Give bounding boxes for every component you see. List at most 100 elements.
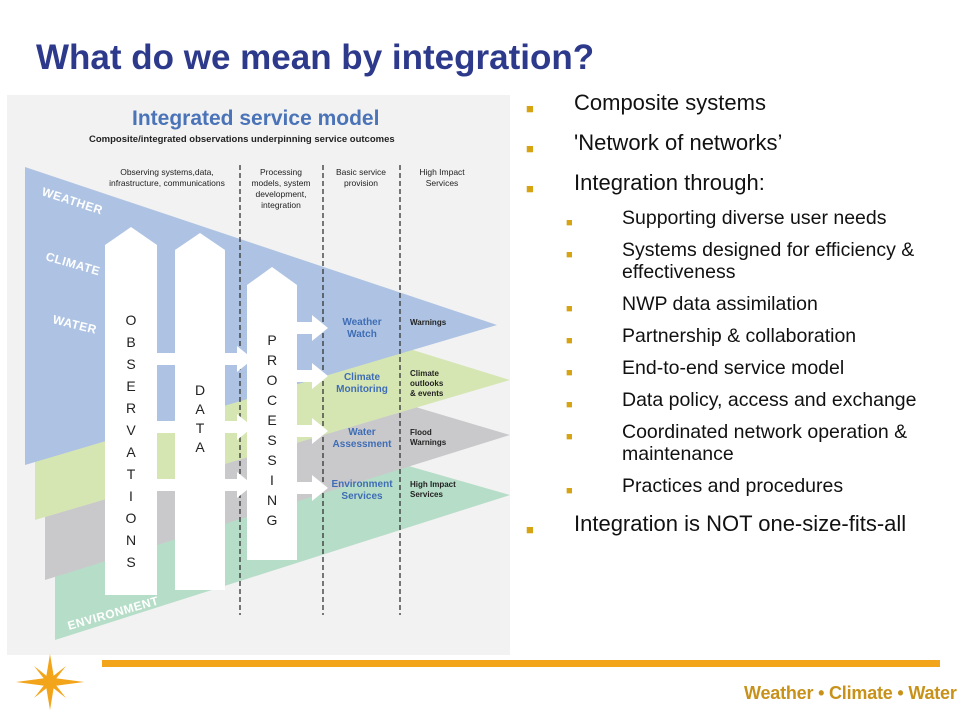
bullet-marker-icon: ■ [566, 399, 573, 411]
connector-arrows [157, 315, 328, 501]
service-outcome: Climate [410, 369, 439, 378]
bullet-marker-icon: ■ [526, 181, 534, 196]
sub-bullet-item: ■ Systems designed for efficiency & effec… [518, 239, 950, 283]
bullet-marker-icon: ■ [566, 335, 573, 347]
processing-letter: R [267, 352, 277, 368]
column-header: Processing [260, 167, 302, 177]
service-outcome: Warnings [410, 318, 447, 327]
bullet-marker-icon: ■ [526, 141, 534, 156]
service-label: Climate [344, 372, 381, 383]
footer-rule [102, 660, 940, 667]
bullet-text: NWP data assimilation [622, 293, 818, 315]
processing-letter: G [267, 512, 278, 528]
bullet-text: Integration through: [574, 170, 765, 195]
observations-letter: B [126, 334, 135, 350]
processing-arrow [247, 267, 297, 560]
column-header: provision [344, 178, 378, 188]
service-label: Services [341, 491, 383, 502]
bullet-text: Practices and procedures [622, 475, 844, 497]
service-outcome: Flood [410, 428, 432, 437]
bullet-text: Coordinated network operation & maintena… [622, 421, 908, 465]
sub-bullet-item: ■ Coordinated network operation & mainten… [518, 421, 950, 465]
service-labels: WeatherWatchWarningsClimateMonitoringCli… [331, 317, 456, 502]
column-headers: Observing systems,data,infrastructure, c… [109, 167, 465, 210]
column-header: Basic service [336, 167, 386, 177]
observations-letter: T [127, 466, 136, 482]
observations-letter: S [126, 356, 135, 372]
slide-title: What do we mean by integration? [36, 38, 595, 77]
column-header: Observing systems,data, [120, 167, 214, 177]
processing-letter: E [267, 412, 276, 428]
column-header: High Impact [419, 167, 465, 177]
observations-letter: E [126, 378, 135, 394]
sub-bullet-item: ■ End-to-end service model [518, 357, 950, 379]
processing-letter: O [267, 372, 278, 388]
observations-letter: O [126, 510, 137, 526]
bullet-text: Composite systems [574, 90, 766, 115]
bullet-text: 'Network of networks’ [574, 130, 783, 155]
bullet-text: Supporting diverse user needs [622, 207, 887, 229]
service-label: Environment [331, 479, 393, 490]
sub-bullet-item: ■ Partnership & collaboration [518, 325, 950, 347]
observations-letter: R [126, 400, 136, 416]
integrated-service-model-diagram: Integrated service model Composite/integ… [7, 95, 510, 655]
service-outcome: & events [410, 389, 444, 398]
sub-bullet-item: ■ NWP data assimilation [518, 293, 950, 315]
bullet-marker-icon: ■ [526, 522, 534, 537]
observations-arrow [105, 227, 157, 595]
data-arrow [175, 233, 225, 590]
column-header: integration [261, 200, 301, 210]
processing-letter: N [267, 492, 277, 508]
bullet-list: ■Composite systems■'Network of networks’… [518, 90, 950, 551]
bullet-item: ■ Integration is NOT one-size-fits-all [518, 511, 950, 537]
service-outcome: High Impact [410, 480, 456, 489]
observations-letter: O [126, 312, 137, 328]
column-header: infrastructure, communications [109, 178, 225, 188]
bullet-item: ■ 'Network of networks’ [518, 130, 950, 156]
service-outcome: Services [410, 490, 443, 499]
processing-letter: P [267, 332, 276, 348]
service-label: Monitoring [336, 384, 388, 395]
bullet-marker-icon: ■ [566, 431, 573, 443]
data-letter: A [195, 439, 205, 455]
column-header: Services [426, 178, 459, 188]
wmo-compass-star-icon [8, 652, 93, 717]
processing-letter: I [270, 472, 274, 488]
service-label: Water [348, 427, 376, 438]
data-letter: A [195, 401, 205, 417]
bullet-marker-icon: ■ [566, 303, 573, 315]
processing-letter: C [267, 392, 277, 408]
diagram-subtitle: Composite/integrated observations underp… [89, 134, 395, 145]
bullet-text: End-to-end service model [622, 357, 845, 379]
observations-letter: S [126, 554, 135, 570]
sub-bullet-item: ■ Data policy, access and exchange [518, 389, 950, 411]
data-letter: T [196, 420, 205, 436]
service-label: Assessment [333, 439, 393, 450]
bullet-marker-icon: ■ [566, 367, 573, 379]
bullet-text: Data policy, access and exchange [622, 389, 917, 411]
bullet-text: Partnership & collaboration [622, 325, 857, 347]
bullet-marker-icon: ■ [566, 217, 573, 229]
column-header: models, system [251, 178, 310, 188]
processing-letter: S [267, 432, 276, 448]
bullet-marker-icon: ■ [566, 249, 573, 261]
processing-letter: S [267, 452, 276, 468]
sub-bullet-item: ■ Supporting diverse user needs [518, 207, 950, 229]
diagram-canvas: Integrated service model Composite/integ… [7, 95, 510, 640]
observations-letter: I [129, 488, 133, 504]
bullet-item: ■ Integration through: [518, 170, 950, 196]
bullet-marker-icon: ■ [566, 485, 573, 497]
bullet-item: ■Composite systems [518, 90, 950, 116]
service-outcome: Warnings [410, 438, 447, 447]
bullet-text: Integration is NOT one-size-fits-all [574, 511, 907, 536]
data-letter: D [195, 382, 205, 398]
observations-letter: A [126, 444, 136, 460]
observations-letter: V [126, 422, 136, 438]
observations-letter: N [126, 532, 136, 548]
column-header: development, [255, 189, 306, 199]
sub-bullet-item: ■ Practices and procedures [518, 475, 950, 497]
bullet-text: Systems designed for efficiency & effect… [622, 239, 915, 283]
service-outcome: outlooks [410, 379, 444, 388]
footer-brand: Weather • Climate • Water [744, 683, 957, 703]
